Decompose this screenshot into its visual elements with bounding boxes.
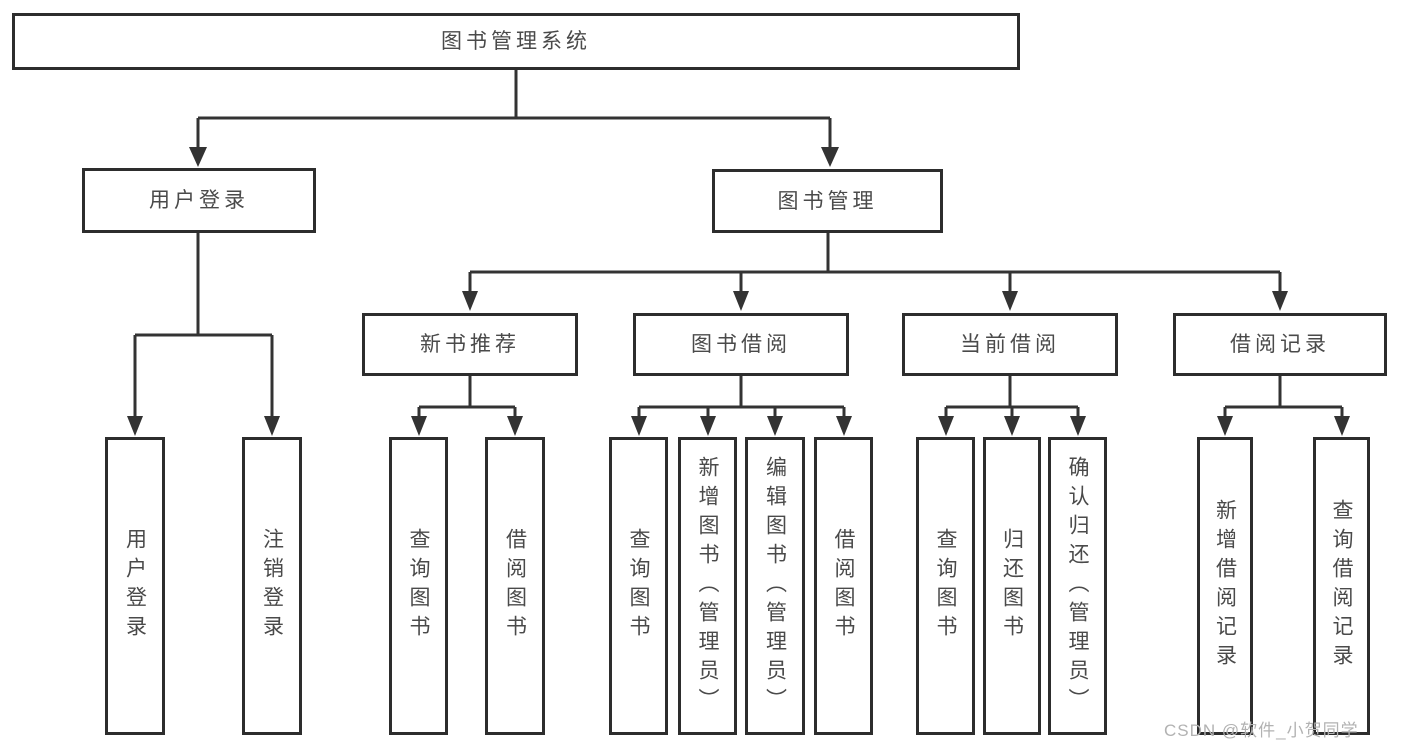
node-borrow-records: 借阅记录: [1173, 313, 1387, 376]
node-library-system: 图书管理系统: [12, 13, 1020, 70]
node-label: 图书管理: [777, 189, 878, 213]
leaf-confirm-return-admin: 确认归还（管理员）: [1048, 437, 1107, 735]
node-label: 归还图书: [1000, 528, 1024, 644]
node-label: 新增借阅记录: [1213, 499, 1237, 673]
arrowheads: [127, 147, 1350, 436]
node-book-borrowing: 图书借阅: [633, 313, 849, 376]
leaf-user-login: 用户登录: [105, 437, 165, 735]
leaf-query-books-borrowing: 查询图书: [609, 437, 668, 735]
leaf-add-book-admin: 新增图书（管理员）: [678, 437, 737, 735]
node-label: 查询图书: [934, 528, 957, 644]
leaf-logout: 注销登录: [242, 437, 302, 735]
node-label: 借阅图书: [832, 528, 855, 644]
csdn-watermark: CSDN @软件_小贺同学: [1164, 721, 1359, 740]
node-label: 新书推荐: [420, 333, 520, 356]
node-current-borrowing: 当前借阅: [902, 313, 1118, 376]
node-label: 用户登录: [149, 189, 249, 212]
node-label: 查询图书: [627, 528, 650, 644]
leaf-edit-book-admin: 编辑图书（管理员）: [745, 437, 805, 735]
node-label: 图书管理系统: [441, 30, 591, 53]
node-label: 借阅记录: [1230, 333, 1330, 356]
node-label: 查询借阅记录: [1330, 499, 1353, 673]
node-label: 当前借阅: [960, 333, 1060, 356]
leaf-query-books-current: 查询图书: [916, 437, 975, 735]
node-label: 借阅图书: [503, 528, 527, 644]
leaf-borrow-books-borrowing: 借阅图书: [814, 437, 873, 735]
node-user-login: 用户登录: [82, 168, 316, 233]
node-label: 编辑图书（管理员）: [763, 455, 787, 717]
node-book-management: 图书管理: [712, 169, 943, 233]
node-new-book-recommend: 新书推荐: [362, 313, 578, 376]
node-label: 新增图书（管理员）: [696, 455, 719, 717]
leaf-query-borrow-record: 查询借阅记录: [1313, 437, 1370, 735]
node-label: 图书借阅: [691, 333, 791, 356]
leaf-borrow-books-recommend: 借阅图书: [485, 437, 545, 735]
node-label: 查询图书: [407, 528, 430, 644]
node-label: 注销登录: [260, 528, 284, 644]
node-label: 确认归还（管理员）: [1066, 455, 1089, 717]
leaf-add-borrow-record: 新增借阅记录: [1197, 437, 1253, 735]
leaf-query-books-recommend: 查询图书: [389, 437, 448, 735]
leaf-return-books: 归还图书: [983, 437, 1041, 735]
node-label: 用户登录: [123, 528, 147, 644]
